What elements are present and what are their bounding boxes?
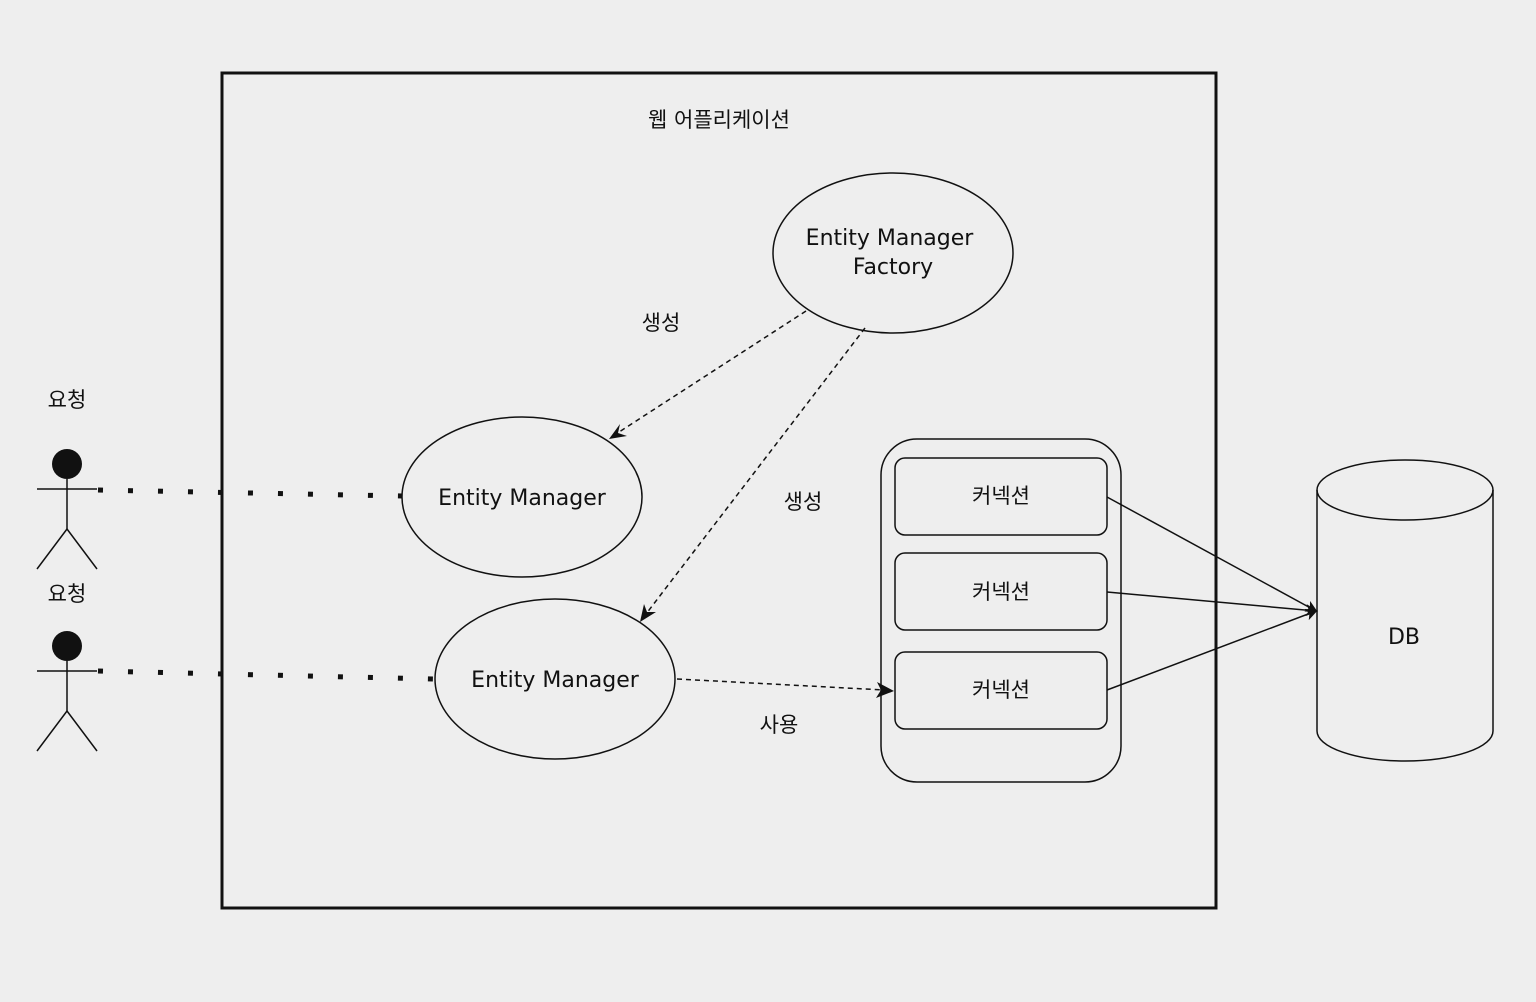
actor-1-head [52, 449, 82, 479]
actor-1 [36, 449, 98, 570]
entity-manager-label-2: Entity Manager [471, 668, 640, 693]
database-top [1316, 459, 1494, 521]
create-edge-1 [615, 310, 807, 435]
entity-manager-node-2 [434, 598, 676, 760]
create-edge-2-arrowhead [640, 604, 656, 622]
database-label: DB [1388, 625, 1420, 650]
entity-manager-label-1: Entity Manager [438, 486, 607, 511]
database-cylinder [1316, 459, 1494, 762]
entity-manager-factory-label-line1: Entity Manager [806, 226, 975, 251]
connection-pool [880, 438, 1122, 783]
use-edge [676, 678, 885, 691]
entity-manager-factory-node [772, 172, 1014, 334]
db-link-1 [1106, 496, 1318, 612]
db-link-2 [1106, 591, 1318, 617]
use-label: 사용 [760, 713, 799, 737]
create-label-1: 생성 [642, 311, 681, 335]
request-line-2 [97, 668, 435, 682]
request-line-1 [97, 487, 403, 499]
actor-2 [36, 631, 98, 752]
create-edge-2 [645, 327, 866, 615]
connection-box-1 [894, 457, 1108, 536]
connection-box-2 [894, 552, 1108, 631]
entity-manager-factory-label: Entity Manager Factory [806, 226, 981, 280]
actor-2-label: 요청 [48, 582, 87, 606]
connection-label-3: 커넥션 [972, 678, 1030, 702]
db-link-3 [1106, 608, 1318, 691]
connection-label-1: 커넥션 [972, 484, 1030, 508]
connection-label-2: 커넥션 [972, 580, 1030, 604]
create-edge-1-arrowhead [609, 424, 627, 439]
entity-manager-node-1 [401, 416, 643, 578]
create-label-2: 생성 [784, 490, 823, 514]
connection-box-3 [894, 651, 1108, 730]
actor-1-label: 요청 [48, 388, 87, 412]
database-body [1316, 490, 1494, 762]
web-application-title: 웹 어플리케이션 [648, 108, 790, 132]
entity-manager-factory-label-line2: Factory [853, 255, 933, 280]
actor-2-head [52, 631, 82, 661]
